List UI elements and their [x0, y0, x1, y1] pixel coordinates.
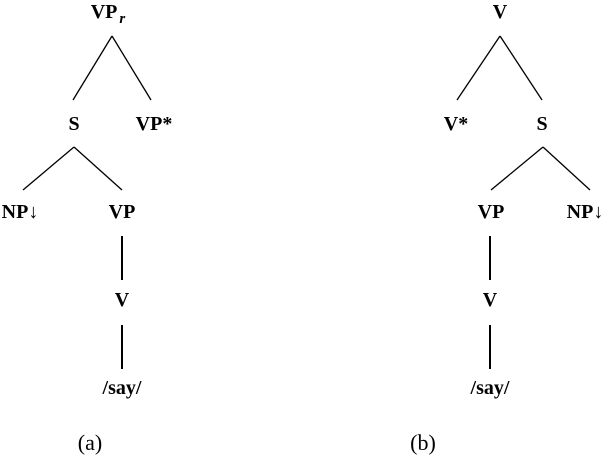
edge-a-vpr-s: [72, 35, 113, 101]
edge-b-v-vfoot: [456, 35, 501, 101]
tree-b-edges: [456, 35, 591, 369]
caption-b: (b): [410, 430, 436, 455]
node-a-v: V: [115, 289, 130, 311]
node-a-np-subst: NP↓: [2, 201, 39, 223]
node-b-root: V: [493, 1, 508, 23]
node-b-np-subst: NP↓: [567, 201, 604, 223]
node-a-vp: VP: [109, 201, 136, 223]
edge-a-vpr-vpfoot: [111, 35, 152, 101]
node-a-s: S: [68, 113, 79, 135]
edge-b-v-s: [499, 35, 543, 101]
tree-a-edges: [22, 35, 152, 369]
node-b-anchor: /say/: [470, 377, 510, 399]
node-b-v: V: [483, 289, 498, 311]
edge-b-s-np: [542, 146, 591, 191]
edge-b-s-vp: [490, 146, 544, 191]
edge-a-s-vp: [73, 146, 123, 191]
edge-a-s-np: [22, 146, 75, 191]
node-b-v-foot: V*: [444, 113, 468, 135]
node-b-vp: VP: [478, 201, 505, 223]
node-a-anchor: /say/: [102, 377, 142, 399]
node-a-root-subscript: r: [119, 11, 125, 27]
tree-b-nodes: V V* S VP NP↓ V /say/ (b): [410, 1, 603, 455]
node-b-s: S: [536, 113, 547, 135]
node-a-vp-foot: VP*: [136, 113, 173, 135]
caption-a: (a): [78, 430, 102, 455]
